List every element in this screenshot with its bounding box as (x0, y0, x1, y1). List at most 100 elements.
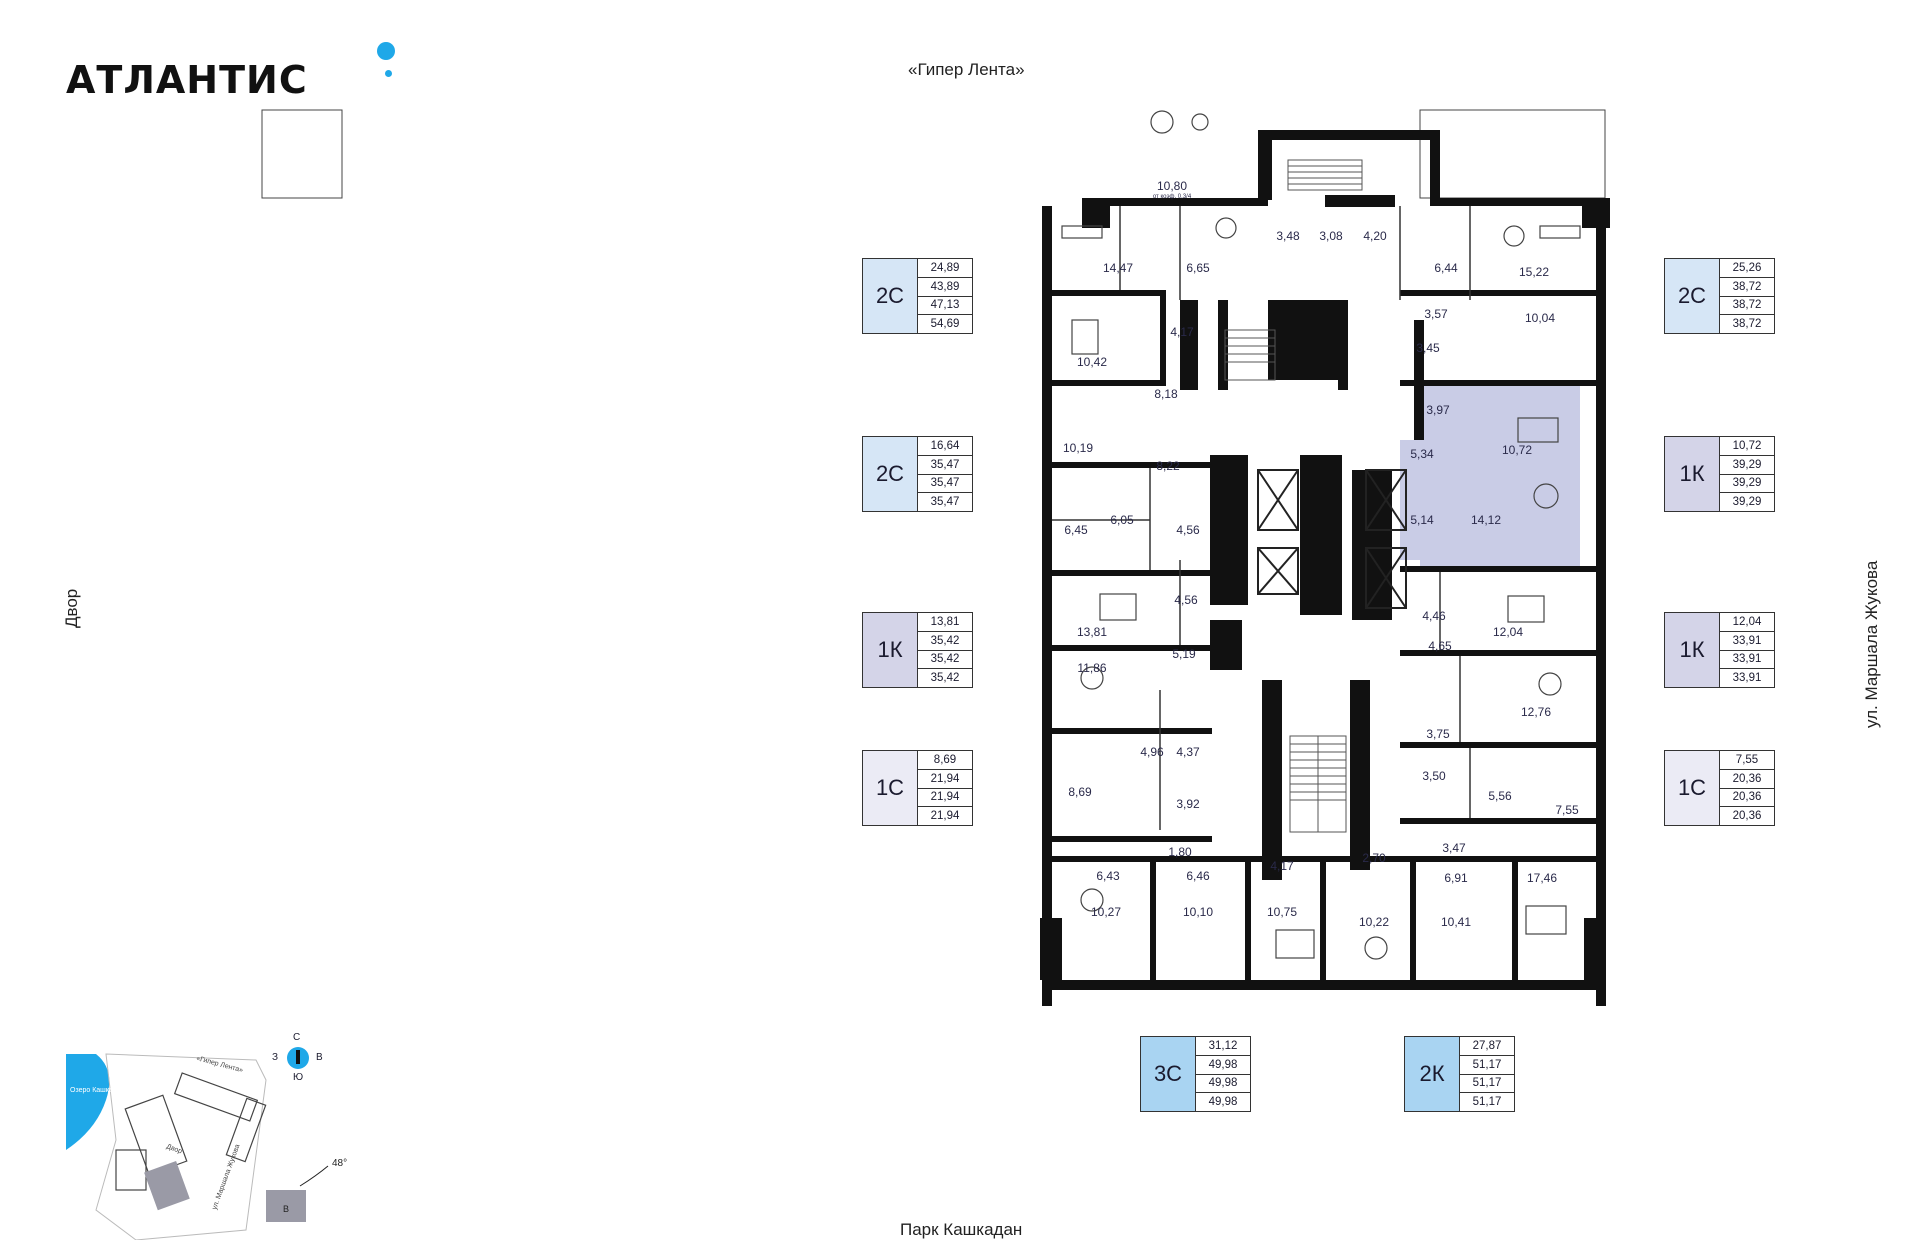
unit-card-1c-right[interactable]: 1С 7,55 20,36 20,36 20,36 (1664, 750, 1775, 826)
room-area: 4,17 (1270, 859, 1294, 873)
unit-area: 21,94 (930, 810, 960, 823)
unit-areas: 13,81 35,42 35,42 35,42 (918, 613, 972, 687)
section-icon (266, 1190, 306, 1222)
room-area: 3,45 (1416, 341, 1440, 355)
lake-shape (66, 1054, 110, 1150)
unit-card-2c-top-left[interactable]: 2С 24,89 43,89 47,13 54,69 (862, 258, 973, 334)
room-area: 17,46 (1527, 871, 1557, 885)
room-area: 7,55 (1555, 803, 1579, 817)
unit-area: 20,36 (1720, 789, 1774, 808)
unit-area: 38,72 (1720, 278, 1774, 297)
brand-logo: АТЛАНТИС (66, 58, 308, 102)
unit-card-1k-left[interactable]: 1К 13,81 35,42 35,42 35,42 (862, 612, 973, 688)
unit-type: 1К (1665, 437, 1720, 511)
unit-area: 49,98 (1196, 1056, 1250, 1075)
compass-south: Ю (293, 1072, 304, 1083)
unit-area: 51,17 (1460, 1056, 1514, 1075)
unit-areas: 10,72 39,29 39,29 39,29 (1720, 437, 1774, 511)
minimap-lake-label: Озеро Кашкадан (70, 1087, 125, 1094)
unit-card-2c-top-right[interactable]: 2С 25,26 38,72 38,72 38,72 (1664, 258, 1775, 334)
unit-area: 38,72 (1732, 318, 1762, 331)
unit-area: 31,12 (1196, 1037, 1250, 1056)
room-area: 3,97 (1426, 403, 1450, 417)
room-area: 4,56 (1176, 523, 1200, 537)
unit-card-2k-bottom[interactable]: 2К 27,87 51,17 51,17 51,17 (1404, 1036, 1515, 1112)
unit-area: 13,81 (918, 613, 972, 632)
unit-area: 39,29 (1732, 496, 1762, 509)
unit-area: 20,36 (1720, 770, 1774, 789)
unit-type: 1К (1665, 613, 1720, 687)
unit-area: 49,98 (1208, 1096, 1238, 1109)
unit-card-3c-bottom[interactable]: 3С 31,12 49,98 49,98 49,98 (1140, 1036, 1251, 1112)
orientation-bottom-label: Парк Кашкадан (900, 1220, 1023, 1239)
section-highlight (144, 1161, 190, 1211)
unit-area: 16,64 (918, 437, 972, 456)
logo-dot-icon (377, 42, 395, 60)
compass-west: З (272, 1052, 279, 1063)
room-area: 14,12 (1471, 513, 1501, 527)
room-area: 6,43 (1096, 869, 1120, 883)
room-area: 4,46 (1422, 609, 1446, 623)
unit-type: 2К (1405, 1037, 1460, 1111)
unit-area: 39,29 (1720, 456, 1774, 475)
room-area: 6,65 (1186, 261, 1210, 275)
unit-area: 49,98 (1196, 1075, 1250, 1094)
unit-area: 54,69 (930, 318, 960, 331)
unit-card-2c-mid-left[interactable]: 2С 16,64 35,47 35,47 35,47 (862, 436, 973, 512)
room-area: 3,92 (1176, 797, 1200, 811)
room-area: 10,04 (1525, 311, 1555, 325)
unit-area: 8,69 (918, 751, 972, 770)
unit-type: 3С (1141, 1037, 1196, 1111)
table-icon (1215, 217, 1237, 239)
rotation-arrow-icon (299, 1165, 329, 1187)
room-area: 3,50 (1422, 769, 1446, 783)
unit-type: 1С (863, 751, 918, 825)
unit-area: 35,42 (918, 632, 972, 651)
compass-needle-icon (296, 1050, 300, 1064)
minimap-section-label: В (283, 1204, 289, 1214)
room-area: 3,48 (1276, 229, 1300, 243)
unit-areas: 16,64 35,47 35,47 35,47 (918, 437, 972, 511)
room-area: 4,20 (1363, 229, 1387, 243)
room-area: 10,10 (1183, 905, 1213, 919)
unit-area: 35,42 (918, 651, 972, 670)
unit-areas: 8,69 21,94 21,94 21,94 (918, 751, 972, 825)
unit-areas: 12,04 33,91 33,91 33,91 (1720, 613, 1774, 687)
unit-area: 24,89 (918, 259, 972, 278)
unit-area: 21,94 (918, 789, 972, 808)
room-area: 10,22 (1359, 915, 1389, 929)
unit-areas: 25,26 38,72 38,72 38,72 (1720, 259, 1774, 333)
room-area: 6,91 (1444, 871, 1468, 885)
room-area: 5,34 (1410, 447, 1434, 461)
logo-dot-small-icon (385, 70, 392, 77)
room-area: 5,19 (1172, 647, 1196, 661)
room-area: 3,57 (1424, 307, 1448, 321)
unit-area: 33,91 (1732, 672, 1762, 685)
compass-north: С (293, 1032, 301, 1043)
room-area: 4,37 (1176, 745, 1200, 759)
room-area: 10,75 (1267, 905, 1297, 919)
unit-areas: 24,89 43,89 47,13 54,69 (918, 259, 972, 333)
unit-area: 35,47 (918, 456, 972, 475)
unit-area: 35,47 (930, 496, 960, 509)
room-area: 10,27 (1091, 905, 1121, 919)
unit-card-1k-top-right[interactable]: 1К 10,72 39,29 39,29 39,29 (1664, 436, 1775, 512)
room-area: 14,47 (1103, 261, 1133, 275)
minimap-rotation-label: 48° (332, 1158, 347, 1169)
unit-area: 47,13 (918, 297, 972, 316)
room-area: 8,18 (1154, 387, 1178, 401)
unit-area: 35,42 (930, 672, 960, 685)
room-area: 13,81 (1077, 625, 1107, 639)
unit-area: 10,72 (1720, 437, 1774, 456)
room-area: 8,69 (1068, 785, 1092, 799)
unit-area: 33,91 (1720, 651, 1774, 670)
room-area: 1,80 (1168, 845, 1192, 859)
unit-area: 35,47 (918, 475, 972, 494)
room-area: 6,44 (1434, 261, 1458, 275)
room-area: 4,96 (1140, 745, 1164, 759)
unit-card-1c-left[interactable]: 1С 8,69 21,94 21,94 21,94 (862, 750, 973, 826)
unit-card-1k-mid-right[interactable]: 1К 12,04 33,91 33,91 33,91 (1664, 612, 1775, 688)
room-area: 8,22 (1156, 459, 1180, 473)
compass: С Ю З В (270, 1030, 330, 1090)
unit-area: 27,87 (1460, 1037, 1514, 1056)
